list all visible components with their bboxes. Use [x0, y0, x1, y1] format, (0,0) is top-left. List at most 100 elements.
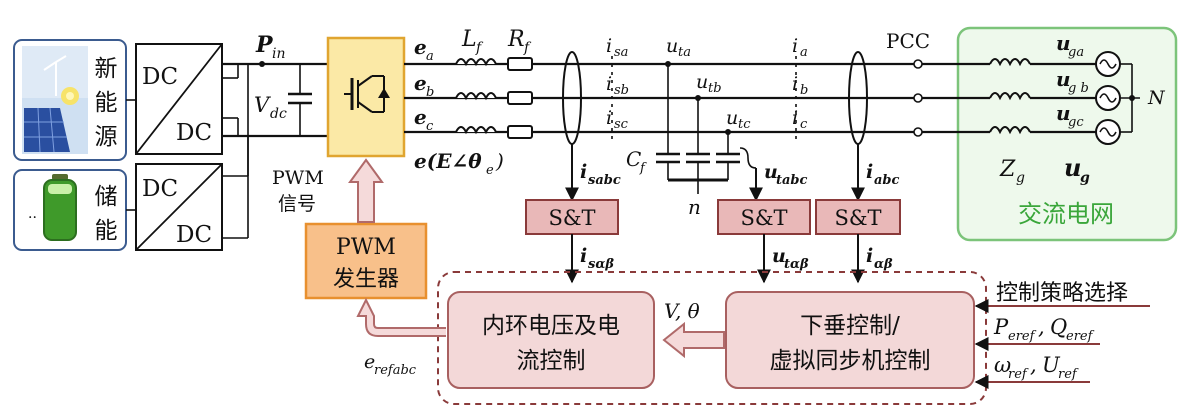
- terminal-voltage-labels: u ta u tb u tc: [666, 35, 751, 132]
- svg-text:虚拟同步机控制: 虚拟同步机控制: [770, 348, 931, 374]
- svg-text:S&T: S&T: [548, 206, 595, 230]
- svg-text:V: V: [254, 93, 271, 117]
- svg-text:i: i: [866, 161, 873, 183]
- dcdc2-top-label: DC: [142, 176, 178, 202]
- svg-text:PWM: PWM: [272, 167, 324, 189]
- ac-source-icon: [1095, 51, 1121, 145]
- svg-text:f: f: [475, 40, 484, 56]
- svg-text:P: P: [993, 315, 1009, 339]
- light-bulb-icon: [61, 87, 79, 105]
- inverter-block: [326, 36, 406, 158]
- svg-text:u: u: [1056, 67, 1071, 91]
- svg-text:eref: eref: [1066, 329, 1095, 344]
- neutral-label: N: [1147, 87, 1166, 109]
- svg-text:L: L: [461, 27, 477, 52]
- e-b-label: e: [414, 71, 427, 95]
- svg-text:): ): [495, 149, 504, 173]
- cf-label: C f: [626, 147, 647, 176]
- ac-grid-block: [950, 26, 1178, 242]
- phase-voltage-labels: e a e b e c: [414, 35, 434, 134]
- strategy-label: 控制策略选择: [996, 281, 1128, 306]
- svg-text:sabc: sabc: [588, 173, 621, 188]
- new-energy-source: 新 能 源: [13, 39, 127, 161]
- svg-text:dc: dc: [270, 106, 287, 122]
- svg-text:g: g: [1080, 170, 1090, 186]
- svg-text:c: c: [426, 119, 434, 134]
- svg-text:e: e: [486, 163, 494, 178]
- svg-text:sαβ: sαβ: [588, 257, 614, 272]
- svg-text:αβ: αβ: [874, 257, 893, 272]
- svg-text:a: a: [426, 49, 434, 64]
- svg-text:ga: ga: [1068, 45, 1084, 60]
- svg-text:g: g: [1016, 170, 1025, 186]
- svg-text:sa: sa: [614, 45, 628, 60]
- svg-text:,: ,: [1030, 353, 1037, 377]
- pwm-signal-arrow: [348, 158, 384, 223]
- svg-text:Z: Z: [999, 157, 1016, 182]
- st-block-3: S&T: [815, 199, 901, 235]
- dcdc-converter-1: DC DC: [135, 43, 223, 155]
- wind-turbine-icon: [43, 55, 67, 96]
- igbt-switch-icon: [344, 75, 390, 113]
- svg-text:i: i: [606, 35, 612, 57]
- svg-text:下垂控制/: 下垂控制/: [800, 313, 900, 339]
- i-sabc-label: i sabc: [580, 161, 621, 188]
- svg-text:gc: gc: [1068, 115, 1084, 130]
- filter-resistors: [507, 57, 533, 139]
- svg-text:tc: tc: [738, 117, 751, 132]
- st-block-2: S&T: [717, 199, 811, 235]
- freq-volt-ref-label: ω ref , U ref: [994, 353, 1079, 382]
- new-energy-char-3: 源: [95, 124, 118, 150]
- filter-inductors: [455, 58, 497, 135]
- svg-text:i: i: [606, 107, 612, 129]
- svg-text:ω: ω: [994, 353, 1011, 377]
- svg-text:i: i: [792, 107, 798, 129]
- storage-char-1: 储: [95, 184, 118, 210]
- svg-text:sc: sc: [614, 117, 629, 132]
- svg-text:S&T: S&T: [834, 206, 881, 230]
- i-salphabeta-label: i sαβ: [580, 245, 614, 272]
- e-refabc-arrow: [356, 297, 446, 337]
- svg-text:ref: ref: [1008, 367, 1029, 382]
- neutral-n-label: n: [688, 195, 701, 219]
- dcdc-converter-2: DC DC: [135, 163, 223, 251]
- svg-text:i: i: [606, 73, 612, 95]
- svg-text:u: u: [1064, 153, 1081, 182]
- rf-label: R f: [507, 27, 532, 56]
- pwm-signal-label: PWM 信号: [272, 167, 324, 215]
- svg-text:信号: 信号: [278, 193, 316, 215]
- e-a-label: e: [414, 35, 427, 59]
- svg-text:P: P: [255, 32, 274, 58]
- svg-text:b: b: [800, 83, 808, 98]
- u-tabc-label: u tabc: [764, 161, 808, 188]
- svg-text:S&T: S&T: [740, 206, 787, 230]
- svg-text:i: i: [580, 245, 587, 267]
- svg-text:a: a: [800, 45, 808, 60]
- pwm-generator-block: PWM 发生器: [304, 222, 428, 300]
- svg-text:tabc: tabc: [776, 173, 808, 188]
- dc-bus: [222, 61, 328, 239]
- zg-label: Z g: [999, 157, 1025, 186]
- svg-text:e: e: [364, 351, 375, 373]
- svg-text:i: i: [580, 161, 587, 183]
- svg-text:eref: eref: [1008, 329, 1037, 344]
- inverter-current-labels: i sa i sb i sc: [606, 35, 629, 140]
- pcc-point: PCC: [886, 29, 930, 137]
- svg-text:u: u: [726, 107, 738, 129]
- p-in-label: P in: [255, 32, 286, 62]
- svg-text:f: f: [523, 40, 532, 56]
- droop-control-block: 下垂控制/ 虚拟同步机控制: [725, 291, 975, 389]
- inner-loop-block: 内环电压及电 流控制: [447, 291, 655, 389]
- svg-text:u: u: [1056, 31, 1071, 55]
- svg-text:u: u: [666, 35, 678, 57]
- svg-text:b: b: [426, 85, 434, 100]
- ac-grid-label: 交流电网: [1018, 200, 1114, 228]
- u-talphabeta-label: u tαβ: [772, 245, 809, 272]
- svg-text:PWM: PWM: [336, 235, 396, 260]
- svg-text:i: i: [792, 73, 798, 95]
- new-energy-char-1: 新: [95, 56, 118, 82]
- svg-text:tb: tb: [708, 81, 722, 96]
- svg-text:sb: sb: [614, 83, 629, 98]
- ug-label: u g: [1064, 153, 1090, 186]
- e-angle-label: e(E∠θ e ): [414, 149, 504, 178]
